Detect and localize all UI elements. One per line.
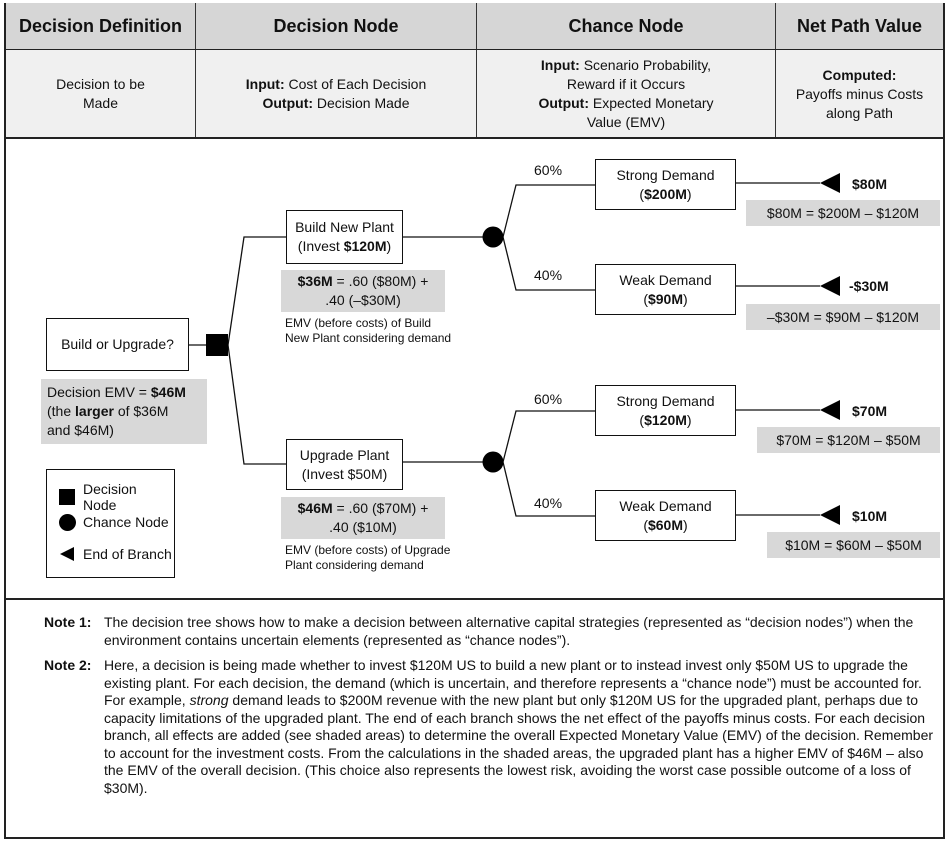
chance-node-upgrade (482, 451, 504, 473)
subheader-net-path-value: Computed: Payoffs minus Costs along Path (776, 50, 943, 138)
notes-divider (4, 598, 945, 600)
notes: Note 1: The decision tree shows how to m… (44, 614, 939, 805)
legend: Decision Node Chance Node End of Branch (46, 469, 175, 578)
legend-end-label: End of Branch (83, 546, 172, 562)
legend-end-of-branch: End of Branch (57, 545, 172, 563)
build-emv-shade: $36M = .60 ($80M) + .40 (–$30M) (281, 270, 445, 312)
build-strong-probability: 60% (534, 162, 563, 178)
decision-node-square (206, 334, 228, 356)
build-strong-branch (502, 184, 595, 238)
subheader-divider (4, 137, 945, 139)
header-decision-node: Decision Node (196, 3, 477, 50)
end-branch-triangle (820, 505, 840, 525)
root-decision-box: Build or Upgrade? (46, 318, 189, 371)
end-branch-triangle (820, 173, 840, 193)
header-decision-definition: Decision Definition (6, 3, 196, 50)
build-weak-calc: –$30M = $90M – $120M (746, 304, 940, 330)
root-emv-shade: Decision EMV = $46M (the larger of $36M … (41, 379, 207, 444)
build-strong-demand-box: Strong Demand ($200M) (595, 159, 736, 210)
build-weak-branch (502, 236, 595, 291)
upgrade-strong-demand-box: Strong Demand ($120M) (595, 385, 736, 436)
note-1: Note 1: The decision tree shows how to m… (44, 614, 914, 648)
build-strong-net-value: $80M (852, 176, 888, 192)
header-chance-node: Chance Node (477, 3, 776, 50)
triangle-left-icon (57, 545, 77, 563)
subheader-decision-node: Input: Cost of Each Decision Output: Dec… (196, 50, 477, 138)
subheader-decision-definition: Decision to be Made (6, 50, 196, 138)
upgrade-strong-branch (502, 410, 595, 463)
build-emv-note: EMV (before costs) of Build New Plant co… (285, 316, 452, 345)
upgrade-plant-box: Upgrade Plant (Invest $50M) (286, 439, 403, 490)
branch-build-line (227, 236, 286, 346)
upgrade-strong-calc: $70M = $120M – $50M (757, 427, 940, 453)
subheader-chance-node: Input: Scenario Probability, Reward if i… (477, 50, 776, 138)
legend-chance-node: Chance Node (57, 513, 169, 531)
upgrade-emv-note: EMV (before costs) of Upgrade Plant cons… (285, 543, 451, 572)
upgrade-weak-calc: $10M = $60M – $50M (767, 532, 940, 558)
upgrade-strong-net-value: $70M (852, 403, 888, 419)
circle-icon (57, 513, 77, 531)
upgrade-weak-demand-box: Weak Demand ($60M) (595, 490, 736, 541)
upgrade-weak-net-value: $10M (852, 508, 888, 524)
upgrade-weak-branch (502, 461, 595, 517)
header-net-path-value: Net Path Value (776, 3, 943, 50)
square-icon (57, 488, 77, 506)
build-strong-calc: $80M = $200M – $120M (746, 200, 940, 226)
upgrade-strong-probability: 60% (534, 391, 563, 407)
build-new-plant-box: Build New Plant (Invest $120M) (286, 210, 403, 264)
legend-decision-node: Decision Node (57, 481, 174, 513)
legend-chance-label: Chance Node (83, 514, 169, 530)
upgrade-weak-probability: 40% (534, 495, 563, 511)
chance-node-build (482, 226, 504, 248)
build-weak-net-value: -$30M (849, 278, 889, 294)
end-branch-triangle (820, 400, 840, 420)
build-weak-probability: 40% (534, 267, 563, 283)
note-2: Note 2: Here, a decision is being made w… (44, 657, 934, 796)
build-weak-demand-box: Weak Demand ($90M) (595, 264, 736, 315)
branch-upgrade-line (227, 344, 286, 465)
upgrade-emv-shade: $46M = .60 ($70M) + .40 ($10M) (281, 497, 445, 539)
end-branch-triangle (820, 276, 840, 296)
legend-decision-label: Decision Node (82, 481, 137, 513)
